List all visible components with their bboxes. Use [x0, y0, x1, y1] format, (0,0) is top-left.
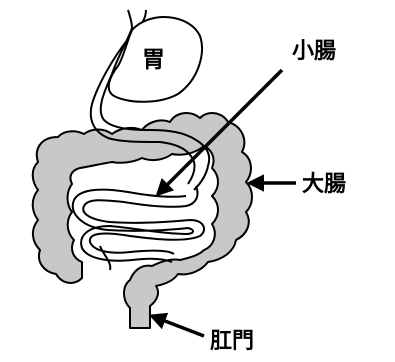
large-intestine-shape	[33, 113, 252, 328]
anus-arrow	[152, 316, 204, 336]
large-intestine-label: 大腸	[302, 173, 346, 195]
small-intestine-loop	[100, 246, 110, 270]
small-intestine-label: 小腸	[292, 40, 336, 62]
stomach-label: 胃	[142, 48, 165, 71]
anus-label: 肛門	[210, 330, 254, 352]
